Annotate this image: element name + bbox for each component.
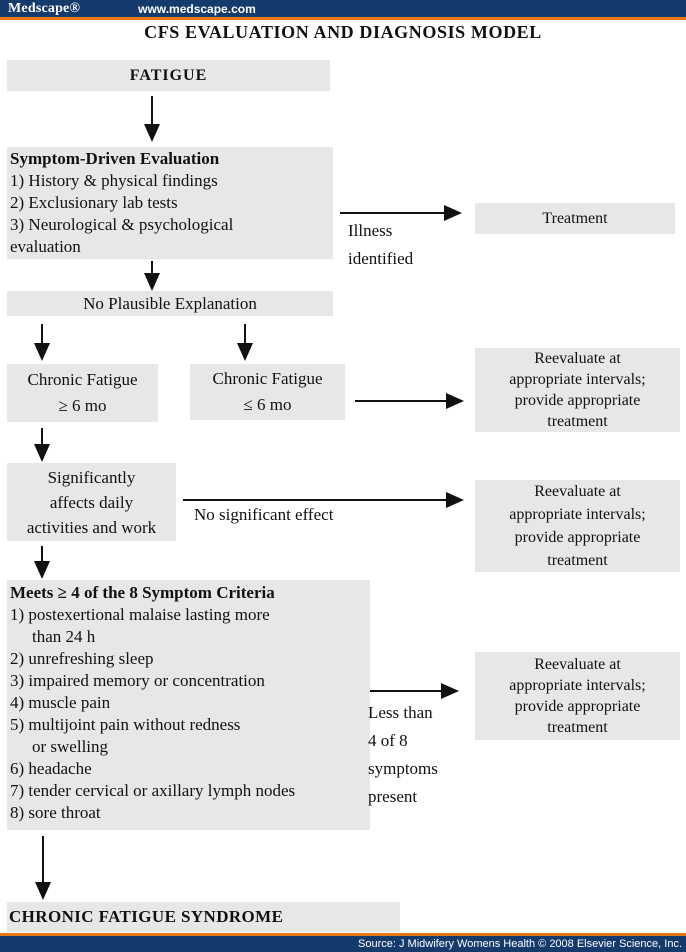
chronic-le-line: ≤ 6 mo <box>243 395 292 414</box>
chronic-fatigue-syndrome-box: CHRONIC FATIGUE SYNDROME <box>7 902 400 932</box>
criteria-item-continuation: or swelling <box>32 737 109 756</box>
significantly-line: Significantly <box>47 467 136 487</box>
criteria-item: 3) impaired memory or concentration <box>10 671 265 690</box>
less-than-4-of-8-label: Less than 4 of 8 symptoms present <box>368 699 438 811</box>
criteria-item-continuation: than 24 h <box>32 627 96 646</box>
medscape-header-bar: Medscape® www.medscape.com <box>0 0 686 17</box>
reevaluate-line: appropriate intervals; <box>509 677 646 694</box>
reevaluate-line: provide appropriate <box>514 698 641 715</box>
treatment-box: Treatment <box>475 203 675 234</box>
significantly-line: affects daily <box>49 492 134 512</box>
reevaluate-line: treatment <box>547 719 608 736</box>
reevaluate-box-3: Reevaluate at appropriate intervals; pro… <box>475 652 680 740</box>
chronic-ge-line: ≥ 6 mo <box>58 396 107 415</box>
less-than-line: present <box>368 787 418 806</box>
symptom-criteria-title: Meets ≥ 4 of the 8 Symptom Criteria <box>10 583 275 602</box>
medscape-url: www.medscape.com <box>138 1 256 16</box>
criteria-item: 8) sore throat <box>10 803 101 822</box>
cfs-label: CHRONIC FATIGUE SYNDROME <box>9 907 284 926</box>
treatment-label: Treatment <box>542 209 608 227</box>
reevaluate-line: treatment <box>547 552 608 569</box>
less-than-line: Less than <box>368 703 433 722</box>
chronic-fatigue-ge-6mo-box: Chronic Fatigue ≥ 6 mo <box>7 364 158 422</box>
reevaluate-line: Reevaluate at <box>534 656 621 673</box>
criteria-item: 4) muscle pain <box>10 693 111 712</box>
fatigue-box: FATIGUE <box>7 60 330 91</box>
symptom-item: 1) History & physical findings <box>10 171 218 190</box>
reevaluate-box-2: Reevaluate at appropriate intervals; pro… <box>475 480 680 572</box>
reevaluate-box-1: Reevaluate at appropriate intervals; pro… <box>475 348 680 432</box>
chronic-le-line: Chronic Fatigue <box>212 369 323 388</box>
no-plausible-label: No Plausible Explanation <box>83 293 257 313</box>
criteria-item: 2) unrefreshing sleep <box>10 649 154 668</box>
header-orange-divider <box>0 17 686 20</box>
footer-orange-divider <box>0 933 686 936</box>
no-plausible-explanation-box: No Plausible Explanation <box>7 291 333 316</box>
page-title: CFS EVALUATION AND DIAGNOSIS MODEL <box>144 22 542 42</box>
reevaluate-line: appropriate intervals; <box>509 506 646 523</box>
reevaluate-line: provide appropriate <box>514 392 641 409</box>
source-footer-bar: Source: J Midwifery Womens Health © 2008… <box>0 936 686 952</box>
significantly-line: activities and work <box>26 517 157 537</box>
symptom-item: evaluation <box>10 237 81 256</box>
reevaluate-line: appropriate intervals; <box>509 371 646 388</box>
symptom-item: 3) Neurological & psychological <box>10 215 234 234</box>
illness-identified-line: identified <box>348 249 414 268</box>
symptom-evaluation-title: Symptom-Driven Evaluation <box>10 149 220 168</box>
source-attribution: Source: J Midwifery Womens Health © 2008… <box>358 938 682 950</box>
no-significant-effect-label: No significant effect <box>194 505 334 524</box>
chronic-ge-line: Chronic Fatigue <box>27 370 138 389</box>
illness-identified-label: Illness identified <box>348 217 413 273</box>
chronic-fatigue-le-6mo-box: Chronic Fatigue ≤ 6 mo <box>190 364 345 420</box>
less-than-line: 4 of 8 <box>368 731 408 750</box>
reevaluate-line: Reevaluate at <box>534 350 621 367</box>
criteria-item: 7) tender cervical or axillary lymph nod… <box>10 781 296 800</box>
symptom-evaluation-box: Symptom-Driven Evaluation 1) History & p… <box>7 147 333 259</box>
criteria-item: 1) postexertional malaise lasting more <box>10 605 270 624</box>
reevaluate-line: Reevaluate at <box>534 483 621 500</box>
criteria-item: 5) multijoint pain without redness <box>10 715 241 734</box>
criteria-item: 6) headache <box>10 759 92 778</box>
medscape-logo: Medscape® <box>8 0 81 16</box>
reevaluate-line: treatment <box>547 413 608 430</box>
illness-identified-line: Illness <box>348 221 393 240</box>
symptom-criteria-box: Meets ≥ 4 of the 8 Symptom Criteria 1) p… <box>7 580 370 830</box>
significantly-affects-box: Significantly affects daily activities a… <box>7 463 176 541</box>
reevaluate-line: provide appropriate <box>514 529 641 546</box>
symptom-item: 2) Exclusionary lab tests <box>10 193 178 212</box>
fatigue-label: FATIGUE <box>129 66 208 84</box>
less-than-line: symptoms <box>368 759 438 778</box>
